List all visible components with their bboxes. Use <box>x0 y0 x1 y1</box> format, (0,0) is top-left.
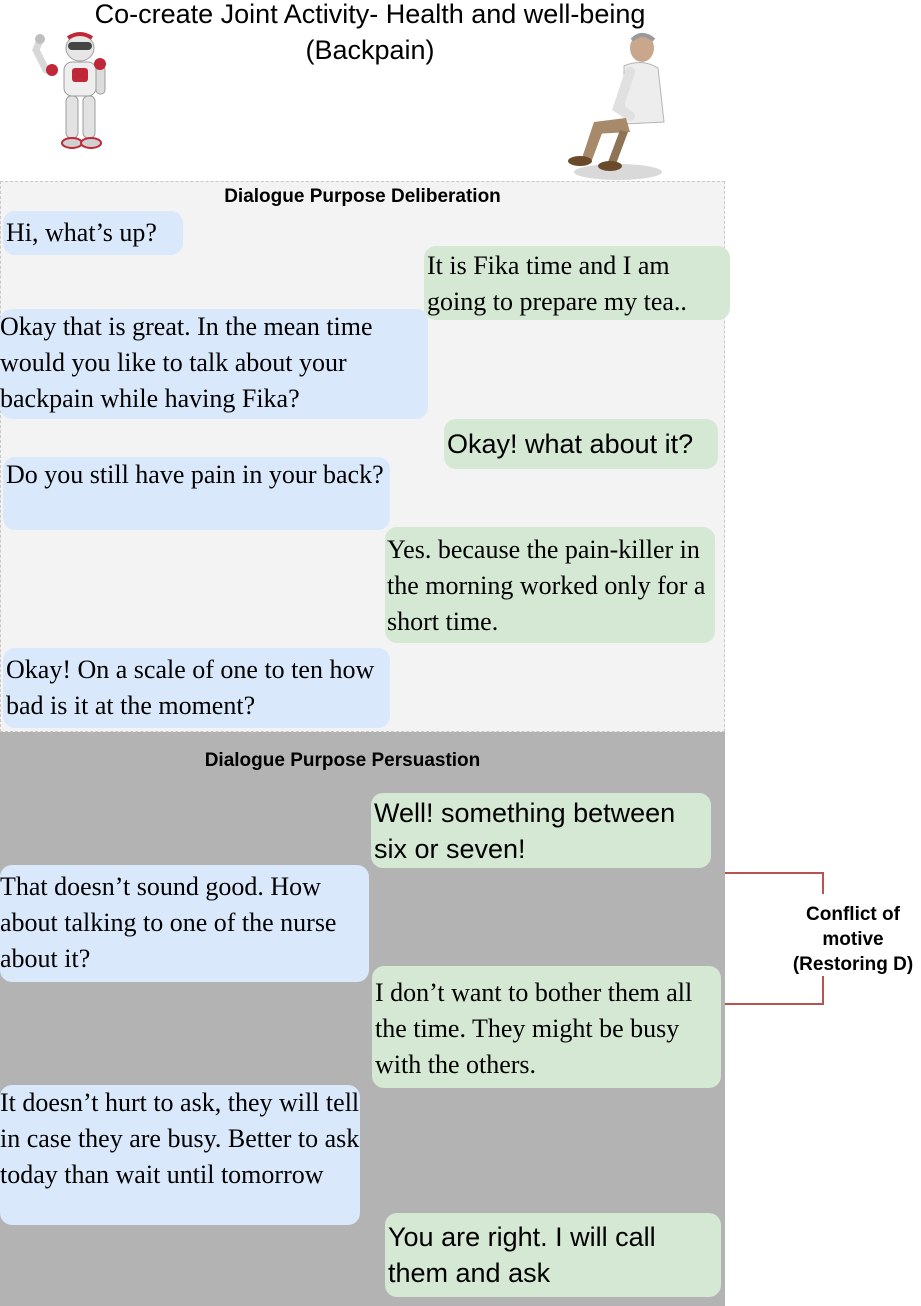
deliberation-heading: Dialogue Purpose Deliberation <box>224 186 501 207</box>
human-message: Okay! what about it? <box>444 419 718 469</box>
robot-message: Hi, what’s up? <box>3 211 183 255</box>
human-message: Yes. because the pain-killer in the morn… <box>385 527 715 643</box>
human-message: Well! something between six or seven! <box>371 793 711 868</box>
diagram-title: Co-create Joint Activity- Health and wel… <box>94 0 646 65</box>
human-message: I don’t want to bother them all the time… <box>372 966 721 1088</box>
robot-message: Okay! On a scale of one to ten how bad i… <box>3 648 390 728</box>
human-message: It is Fika time and I am going to prepar… <box>424 246 730 320</box>
seated-person-icon <box>568 33 665 180</box>
persuasion-heading: Dialogue Purpose Persuastion <box>204 750 481 771</box>
robot-message: That doesn’t sound good. How about talki… <box>0 865 369 982</box>
human-message: You are right. I will call them and ask <box>385 1213 721 1297</box>
robot-icon <box>32 32 106 149</box>
conflict-label: Conflict of motive (Restoring D) <box>792 904 914 975</box>
robot-message: It doesn’t hurt to ask, they will tell i… <box>0 1085 360 1225</box>
robot-message: Okay that is great. In the mean time wou… <box>0 309 428 419</box>
robot-message: Do you still have pain in your back? <box>3 457 390 530</box>
conflict-bracket <box>725 872 824 1005</box>
